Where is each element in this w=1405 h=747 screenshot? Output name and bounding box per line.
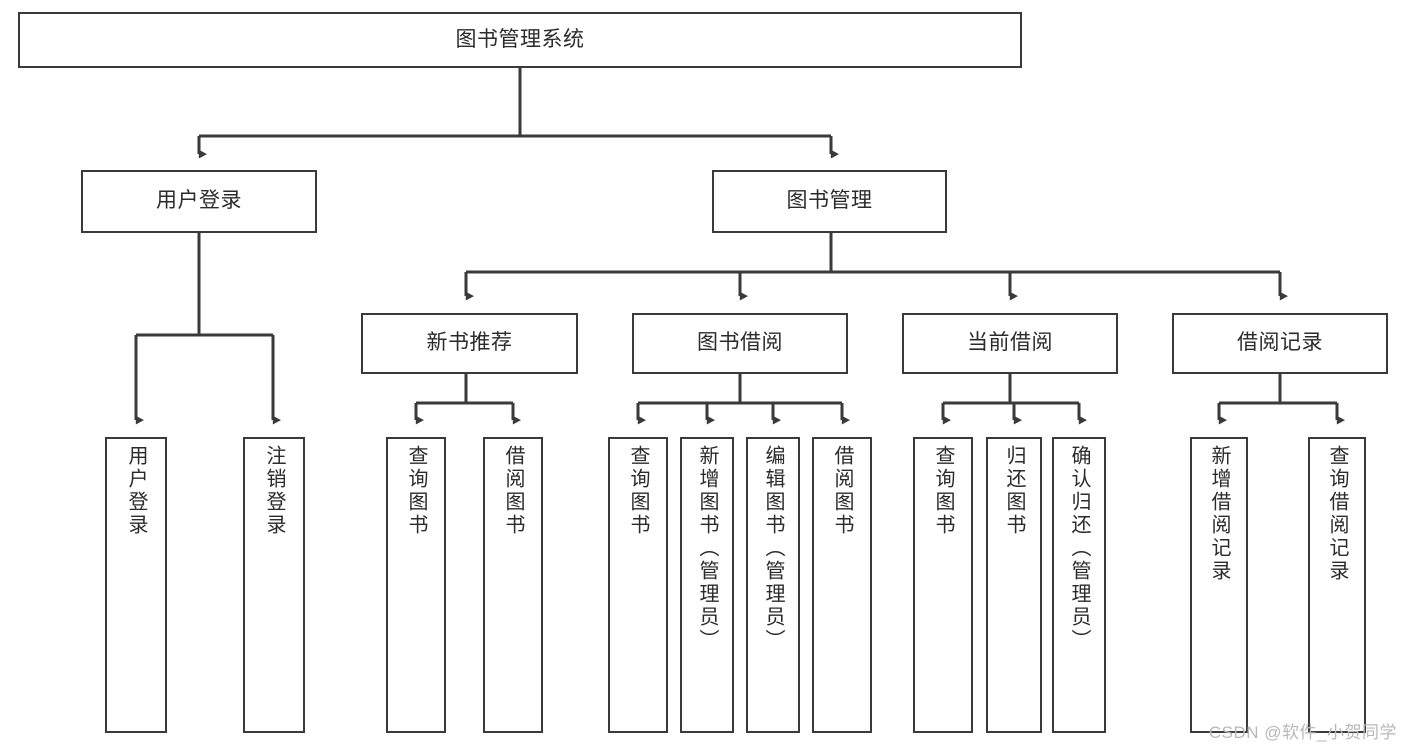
node-leaf-query-book-borrow[interactable]: 查询图书 [608, 437, 668, 733]
edge-group-current-borrow [941, 374, 1087, 425]
node-label-leaf-query-borrow-record: 查询借阅记录 [1326, 445, 1348, 583]
watermark-text: CSDN @软件_小贺同学 [1208, 723, 1397, 742]
edge-group-root [197, 68, 839, 159]
node-leaf-borrow-book[interactable]: 借阅图书 [812, 437, 872, 733]
node-label-user-login: 用户登录 [156, 189, 242, 213]
node-label-current-borrow: 当前借阅 [967, 331, 1053, 355]
node-label-leaf-return-book: 归还图书 [1003, 445, 1025, 537]
edge-group-user-login [134, 233, 281, 425]
node-label-book-borrow: 图书借阅 [697, 331, 783, 355]
node-leaf-return-book[interactable]: 归还图书 [986, 437, 1042, 733]
node-book-management[interactable]: 图书管理 [712, 170, 947, 233]
edge-group-new-book-recommend [414, 374, 521, 425]
node-leaf-borrow-book-recommend[interactable]: 借阅图书 [483, 437, 543, 733]
node-label-leaf-add-book-admin: 新增图书（管理员） [696, 445, 718, 652]
node-leaf-logout[interactable]: 注销登录 [243, 437, 305, 733]
node-label-leaf-query-book-borrow: 查询图书 [627, 445, 649, 537]
node-label-leaf-logout: 注销登录 [263, 445, 285, 537]
node-leaf-query-borrow-record[interactable]: 查询借阅记录 [1308, 437, 1366, 733]
node-label-leaf-query-book-current: 查询图书 [932, 445, 954, 537]
node-book-borrow[interactable]: 图书借阅 [632, 313, 848, 374]
node-label-leaf-user-login: 用户登录 [125, 445, 147, 537]
edge-group-book-borrow [636, 374, 850, 425]
node-label-root: 图书管理系统 [455, 27, 585, 51]
node-leaf-add-borrow-record[interactable]: 新增借阅记录 [1190, 437, 1248, 733]
node-new-book-recommend[interactable]: 新书推荐 [361, 313, 578, 374]
node-label-leaf-add-borrow-record: 新增借阅记录 [1208, 445, 1230, 583]
node-leaf-query-book-current[interactable]: 查询图书 [913, 437, 973, 733]
node-borrow-records[interactable]: 借阅记录 [1172, 313, 1388, 374]
node-user-login[interactable]: 用户登录 [81, 170, 317, 233]
node-leaf-edit-book-admin[interactable]: 编辑图书（管理员） [746, 437, 800, 733]
node-root-system[interactable]: 图书管理系统 [18, 12, 1022, 68]
node-label-leaf-query-book-recommend: 查询图书 [405, 445, 427, 537]
node-label-leaf-borrow-book: 借阅图书 [831, 445, 853, 537]
edge-group-book-management [464, 233, 1288, 301]
node-label-book-management: 图书管理 [786, 189, 873, 213]
node-label-new-book-recommend: 新书推荐 [426, 331, 513, 355]
node-label-leaf-confirm-return-admin: 确认归还（管理员） [1068, 445, 1090, 652]
node-leaf-confirm-return-admin[interactable]: 确认归还（管理员） [1052, 437, 1106, 733]
edge-group-borrow-records [1217, 374, 1345, 425]
node-leaf-user-login[interactable]: 用户登录 [105, 437, 167, 733]
node-current-borrow[interactable]: 当前借阅 [902, 313, 1118, 374]
node-label-leaf-borrow-book-recommend: 借阅图书 [502, 445, 524, 537]
node-label-leaf-edit-book-admin: 编辑图书（管理员） [762, 445, 784, 652]
node-label-borrow-records: 借阅记录 [1237, 331, 1323, 355]
node-leaf-query-book-recommend[interactable]: 查询图书 [386, 437, 446, 733]
node-leaf-add-book-admin[interactable]: 新增图书（管理员） [680, 437, 734, 733]
